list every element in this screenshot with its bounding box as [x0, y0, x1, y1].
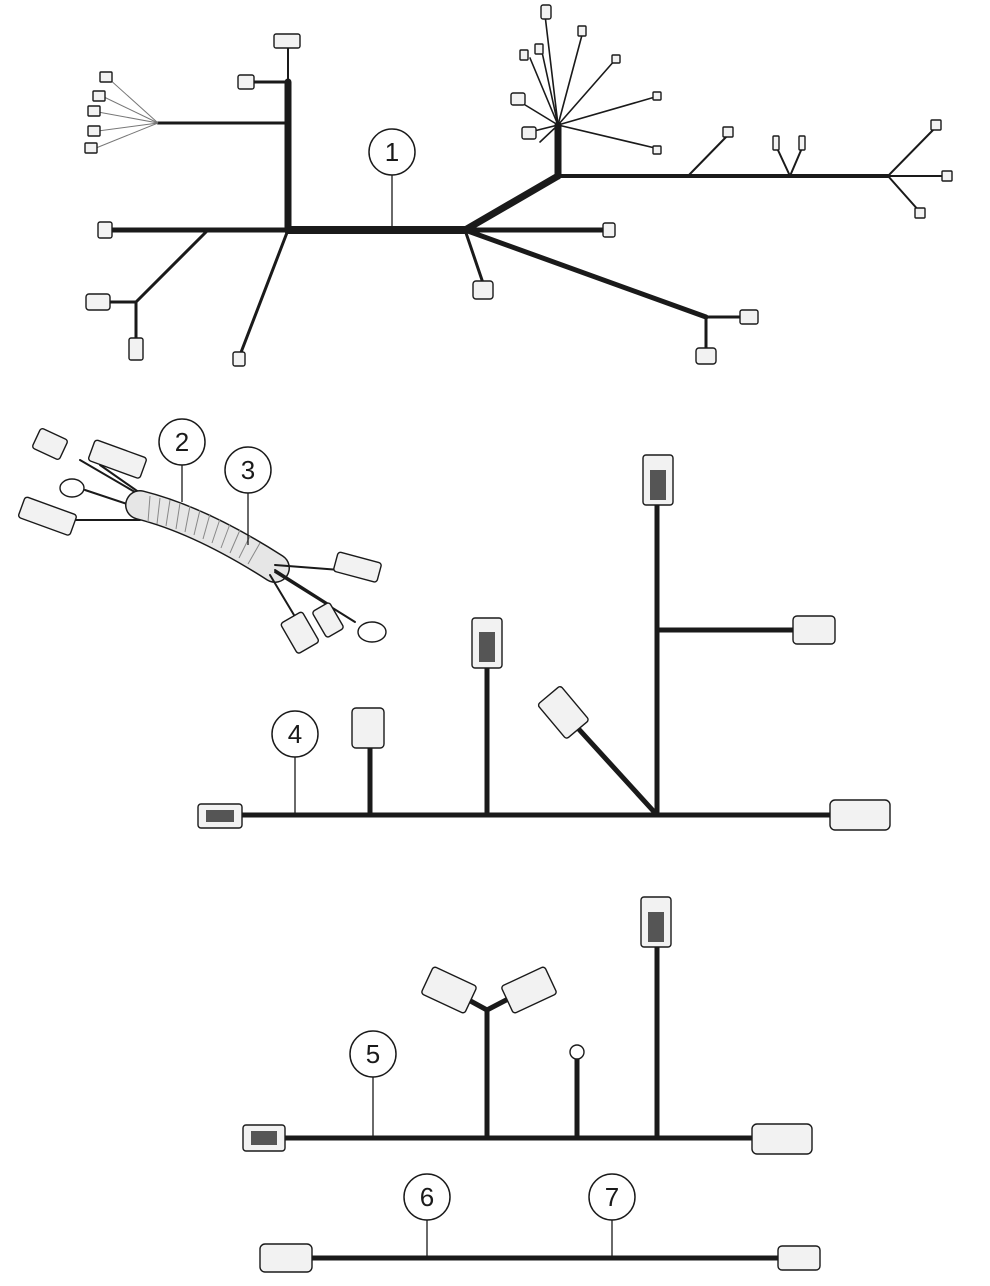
callout-label: 6 [420, 1182, 434, 1212]
harness-1-main [84, 4, 953, 367]
callout-label: 5 [366, 1039, 380, 1069]
callout-label: 7 [605, 1182, 619, 1212]
callout-label: 1 [385, 137, 399, 167]
callout-7: 7 [588, 1173, 636, 1258]
connector-icon [197, 454, 891, 831]
callout-5: 5 [349, 1030, 397, 1138]
harness-4 [197, 454, 891, 831]
callout-1: 1 [368, 128, 416, 230]
connector-icon [242, 896, 813, 1155]
callout-4: 4 [271, 710, 319, 815]
connector-icon [84, 4, 953, 367]
harness-5 [242, 896, 813, 1155]
callout-6: 6 [403, 1173, 451, 1258]
callout-3: 3 [224, 446, 272, 545]
harness-6-7 [259, 1243, 821, 1273]
callout-label: 3 [241, 455, 255, 485]
callout-2: 2 [158, 418, 206, 502]
callout-label: 4 [288, 719, 302, 749]
harness-2-3-conduit [18, 427, 387, 654]
callout-label: 2 [175, 427, 189, 457]
